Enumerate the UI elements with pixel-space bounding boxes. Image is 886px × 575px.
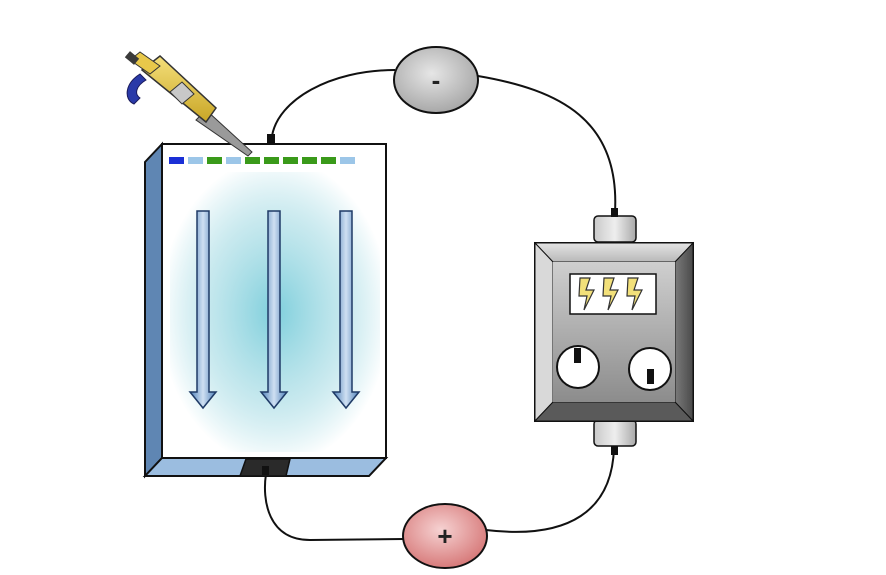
gel-well [245,157,260,164]
positive-electrode: + [402,503,488,569]
lightning-bolt-icon [578,277,595,311]
migration-arrows [188,210,361,410]
down-arrow-icon [259,210,289,410]
gel-box-bottom-pin [262,466,269,475]
wire-gel-to-negative [271,69,396,137]
gel-box [142,134,389,479]
wire-positive-to-power [485,447,615,533]
positive-electrode-label: + [437,521,452,551]
power-supply-bevel-top [533,242,695,263]
gel-wells [169,157,355,164]
pipette-grip-band [169,81,195,105]
negative-electrode-body [393,46,479,114]
gel-well [207,157,222,164]
power-supply [533,208,695,455]
lightning-bolt-icon [602,277,619,311]
gel-well [264,157,279,164]
circuit-wires [263,69,617,542]
positive-electrode-body [402,503,488,569]
negative-electrode: - [393,46,479,114]
pipette [124,51,253,157]
power-supply-bevel-right [674,241,694,423]
wire-gel-to-positive [263,473,405,542]
gel-box-left-side [144,141,163,479]
gel-well [302,157,317,164]
power-supply-bevel-bottom [533,401,695,422]
power-supply-top-terminal [593,215,637,243]
power-supply-bottom-terminal-pin [611,446,618,455]
power-supply-display-icons [578,277,643,311]
power-supply-top-terminal-pin [611,208,618,217]
gel-well [169,157,184,164]
gel-well [226,157,241,164]
pipette-finger-hook [126,73,147,105]
lightning-bolt-icon [626,277,643,311]
pipette-plunger-cap [124,51,140,65]
gel-well [321,157,336,164]
power-supply-knob-left [556,345,600,389]
power-supply-bottom-terminal [593,419,637,447]
power-supply-knob-right [628,347,672,391]
power-supply-bevel-left [534,241,554,423]
gel-box-top-connector [267,134,275,144]
gel-well [283,157,298,164]
down-arrow-icon [331,210,361,410]
negative-electrode-label: - [432,65,441,95]
wire-negative-to-power [477,75,617,213]
gel-well [188,157,203,164]
gel-well [340,157,355,164]
down-arrow-icon [188,210,218,410]
